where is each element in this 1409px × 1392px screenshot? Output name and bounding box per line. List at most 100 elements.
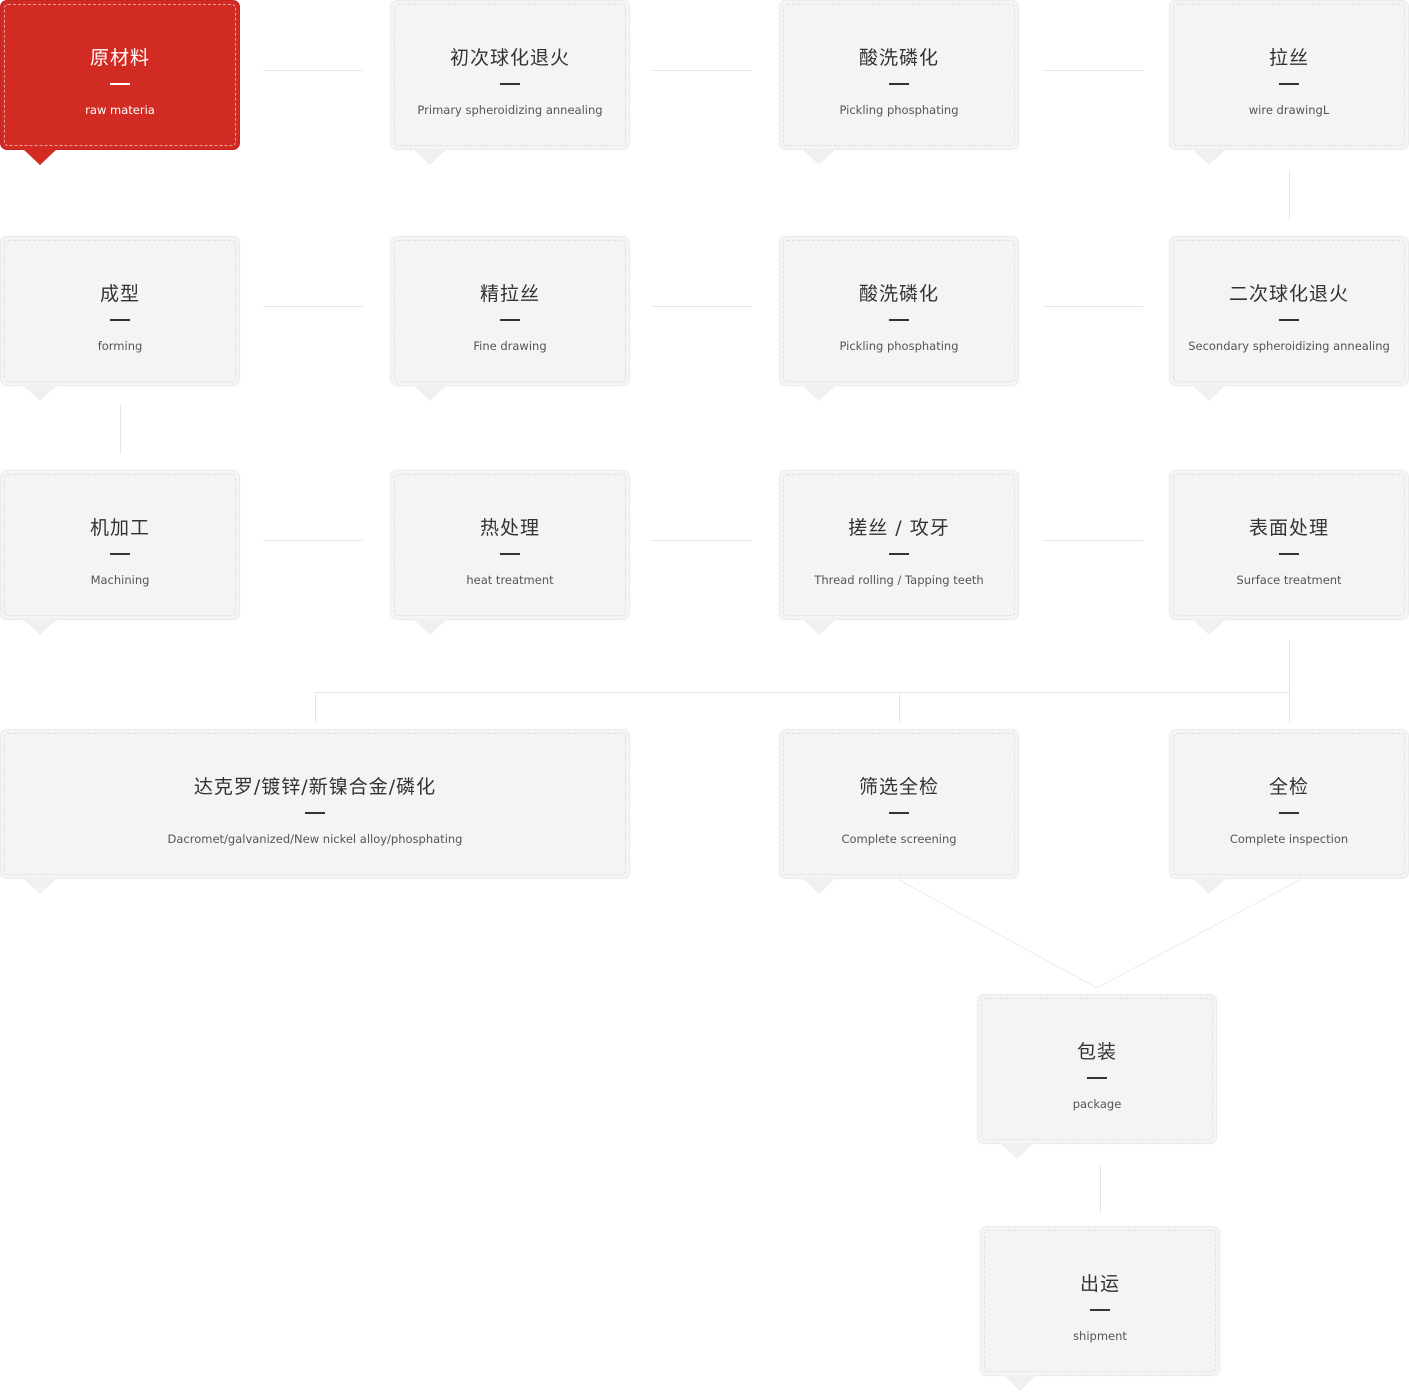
connector-line: [1289, 170, 1290, 220]
connector-line: [1043, 540, 1143, 541]
step-title: 达克罗/镀锌/新镍合金/磷化: [193, 776, 437, 798]
divider: [889, 812, 909, 814]
divider: [889, 319, 909, 321]
connector-line: [652, 306, 752, 307]
step-subtitle: wire drawingL: [1248, 103, 1330, 117]
connector-line: [263, 540, 363, 541]
step-title: 包装: [1076, 1041, 1117, 1063]
step-package[interactable]: 包装 package: [978, 995, 1216, 1159]
step-pickling-1[interactable]: 酸洗磷化 Pickling phosphating: [780, 1, 1018, 165]
pointer-arrow: [802, 878, 836, 894]
step-subtitle: raw materia: [85, 103, 155, 117]
step-title: 全检: [1268, 776, 1309, 798]
pointer-arrow: [802, 619, 836, 635]
divider: [500, 553, 520, 555]
step-subtitle: Surface treatment: [1236, 573, 1342, 587]
step-title: 拉丝: [1268, 47, 1309, 69]
connector-line: [1100, 1165, 1101, 1213]
connector-line: [263, 306, 363, 307]
pointer-arrow: [1003, 1375, 1037, 1391]
divider: [1087, 1077, 1107, 1079]
step-thread-rolling[interactable]: 搓丝 / 攻牙 Thread rolling / Tapping teeth: [780, 471, 1018, 635]
divider: [889, 83, 909, 85]
step-subtitle: Pickling phosphating: [839, 339, 959, 353]
divider: [500, 319, 520, 321]
step-machining[interactable]: 机加工 Machining: [1, 471, 239, 635]
step-subtitle: heat treatment: [466, 573, 554, 587]
step-subtitle: package: [1072, 1097, 1122, 1111]
connector-line: [1289, 640, 1290, 722]
step-subtitle: Dacromet/galvanized/New nickel alloy/pho…: [167, 832, 463, 846]
step-fine-drawing[interactable]: 精拉丝 Fine drawing: [391, 237, 629, 401]
divider: [1279, 319, 1299, 321]
step-pickling-2[interactable]: 酸洗磷化 Pickling phosphating: [780, 237, 1018, 401]
step-screening[interactable]: 筛选全检 Complete screening: [780, 730, 1018, 894]
pointer-arrow: [1192, 385, 1226, 401]
step-raw-material[interactable]: 原材料 raw materia: [1, 1, 239, 165]
pointer-arrow: [23, 878, 57, 894]
connector-line: [315, 692, 316, 722]
step-title: 原材料: [89, 47, 150, 69]
step-title: 表面处理: [1248, 517, 1329, 539]
divider: [1279, 83, 1299, 85]
connector-line: [120, 404, 121, 454]
connector-line: [1043, 306, 1143, 307]
step-inspection[interactable]: 全检 Complete inspection: [1170, 730, 1408, 894]
step-title: 酸洗磷化: [858, 47, 939, 69]
pointer-arrow: [802, 385, 836, 401]
step-dacromet[interactable]: 达克罗/镀锌/新镍合金/磷化 Dacromet/galvanized/New n…: [1, 730, 629, 894]
divider: [305, 812, 325, 814]
step-shipment[interactable]: 出运 shipment: [981, 1227, 1219, 1391]
pointer-arrow: [802, 149, 836, 165]
connector-line: [263, 70, 363, 71]
connector-line: [1043, 70, 1143, 71]
divider: [110, 319, 130, 321]
divider: [500, 83, 520, 85]
pointer-arrow: [23, 385, 57, 401]
pointer-arrow: [413, 619, 447, 635]
step-title: 热处理: [479, 517, 540, 539]
pointer-arrow: [23, 619, 57, 635]
divider: [1279, 553, 1299, 555]
divider: [110, 553, 130, 555]
pointer-arrow: [1192, 619, 1226, 635]
divider: [1090, 1309, 1110, 1311]
pointer-arrow: [1192, 878, 1226, 894]
pointer-arrow: [1192, 149, 1226, 165]
step-forming[interactable]: 成型 forming: [1, 237, 239, 401]
step-heat-treatment[interactable]: 热处理 heat treatment: [391, 471, 629, 635]
step-wire-drawing[interactable]: 拉丝 wire drawingL: [1170, 1, 1408, 165]
step-primary-annealing[interactable]: 初次球化退火 Primary spheroidizing annealing: [391, 1, 629, 165]
connector-line: [652, 540, 752, 541]
step-title: 成型: [99, 283, 140, 305]
step-title: 酸洗磷化: [858, 283, 939, 305]
step-title: 精拉丝: [479, 283, 540, 305]
step-subtitle: Thread rolling / Tapping teeth: [814, 573, 984, 587]
pointer-arrow: [1000, 1143, 1034, 1159]
step-title: 初次球化退火: [449, 47, 570, 69]
step-subtitle: Pickling phosphating: [839, 103, 959, 117]
connector-line: [899, 692, 900, 722]
step-subtitle: Complete screening: [841, 832, 957, 846]
connector-line: [315, 692, 1290, 693]
step-title: 搓丝 / 攻牙: [848, 517, 950, 539]
step-surface-treatment[interactable]: 表面处理 Surface treatment: [1170, 471, 1408, 635]
step-subtitle: Complete inspection: [1229, 832, 1349, 846]
step-secondary-annealing[interactable]: 二次球化退火 Secondary spheroidizing annealing: [1170, 237, 1408, 401]
step-subtitle: Secondary spheroidizing annealing: [1188, 339, 1390, 353]
step-subtitle: Fine drawing: [473, 339, 547, 353]
step-subtitle: forming: [97, 339, 143, 353]
pointer-arrow: [413, 149, 447, 165]
step-title: 出运: [1079, 1273, 1120, 1295]
divider: [110, 83, 130, 85]
step-subtitle: Primary spheroidizing annealing: [417, 103, 603, 117]
pointer-arrow: [23, 149, 57, 165]
divider: [1279, 812, 1299, 814]
step-subtitle: Machining: [90, 573, 150, 587]
step-subtitle: shipment: [1073, 1329, 1127, 1343]
divider: [889, 553, 909, 555]
step-title: 筛选全检: [858, 776, 939, 798]
step-title: 机加工: [89, 517, 150, 539]
